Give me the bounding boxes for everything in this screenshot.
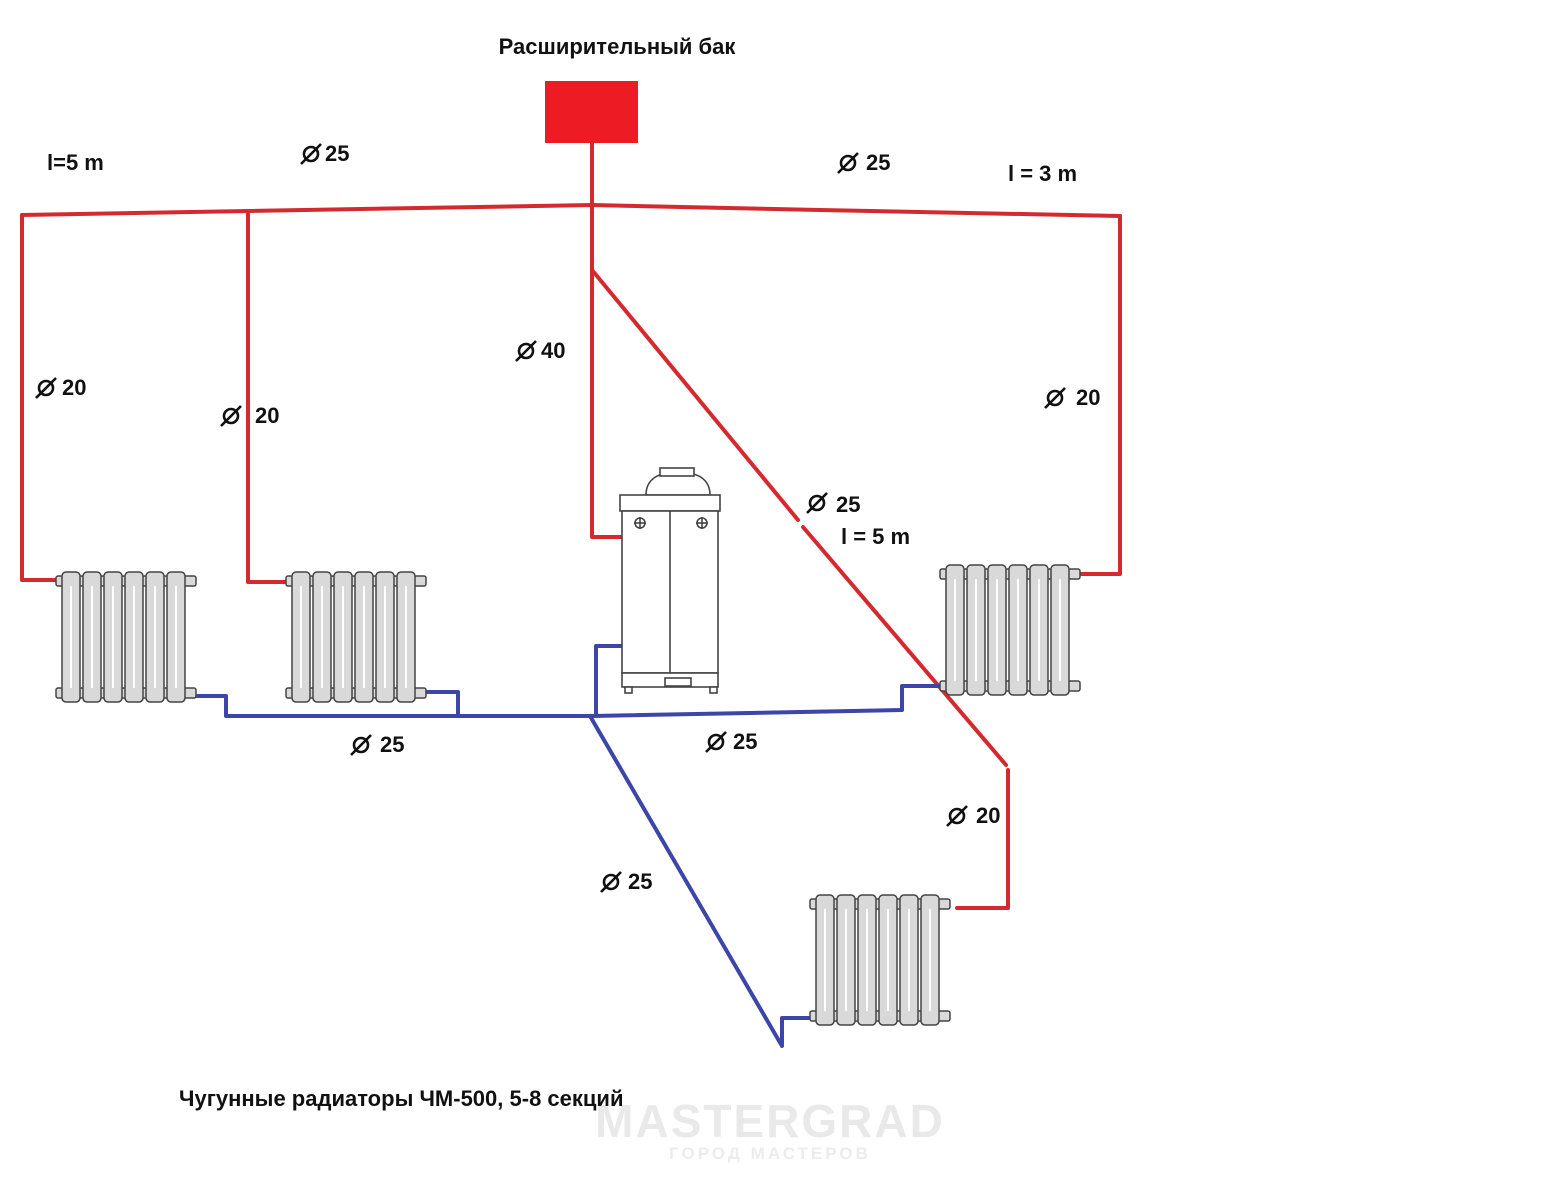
boiler-flue-cap bbox=[659, 467, 695, 477]
length-label-right: l = 3 m bbox=[1008, 161, 1077, 186]
radiator-2 bbox=[285, 571, 427, 703]
diameter-label-top-right: 25 bbox=[866, 150, 890, 175]
expansion-tank-label: Расширительный бак bbox=[499, 34, 737, 59]
supply-pipes bbox=[20, 141, 1122, 910]
return-diagonal bbox=[588, 714, 820, 1048]
diameter-icon bbox=[806, 492, 828, 514]
boiler-bolt-right bbox=[696, 517, 708, 529]
supply-riser-2 bbox=[246, 209, 294, 584]
diameter-icon bbox=[705, 731, 727, 753]
diameter-label-return-right: 25 bbox=[733, 729, 757, 754]
supply-main-top bbox=[20, 203, 1122, 218]
return-from-boiler bbox=[594, 644, 632, 716]
diagram-caption: Чугунные радиаторы ЧМ-500, 5-8 секций bbox=[179, 1086, 623, 1111]
return-main-left bbox=[190, 694, 594, 718]
diameter-label-diag-supply: 25 bbox=[836, 492, 860, 517]
diameter-icon bbox=[1044, 387, 1066, 409]
supply-riser-1 bbox=[20, 213, 64, 582]
radiator-1 bbox=[55, 571, 197, 703]
diameter-label-riser-4: 20 bbox=[976, 803, 1000, 828]
diameter-icon bbox=[515, 340, 537, 362]
diameter-icon bbox=[35, 377, 57, 399]
diameter-label-return-left: 25 bbox=[380, 732, 404, 757]
diameter-label-riser-2: 20 bbox=[255, 403, 279, 428]
diameter-label-main-riser: 40 bbox=[541, 338, 565, 363]
watermark-title: MASTERGRAD bbox=[595, 1095, 945, 1147]
length-label-left: l=5 m bbox=[47, 150, 104, 175]
expansion-tank bbox=[545, 81, 638, 143]
diameter-icon bbox=[600, 871, 622, 893]
length-label-diagonal: l = 5 m bbox=[841, 524, 910, 549]
diameter-icon bbox=[220, 405, 242, 427]
supply-diagonal bbox=[590, 268, 800, 522]
watermark-subtitle: ГОРОД МАСТЕРОВ bbox=[669, 1144, 871, 1163]
return-pipes bbox=[190, 644, 944, 1048]
diameter-labels: 25 25 40 20 20 20 25 20 25 25 25 bbox=[62, 141, 1100, 894]
boiler-top bbox=[619, 494, 721, 512]
boiler-foot-right bbox=[709, 686, 718, 694]
diameter-icon bbox=[350, 734, 372, 756]
supply-main-riser bbox=[590, 203, 627, 539]
diameter-label-riser-1: 20 bbox=[62, 375, 86, 400]
diameter-label-return-diag: 25 bbox=[628, 869, 652, 894]
diameter-symbols bbox=[35, 143, 1066, 893]
watermark: MASTERGRAD ГОРОД МАСТЕРОВ bbox=[595, 1095, 945, 1163]
boiler-foot-left bbox=[624, 686, 633, 694]
diameter-label-riser-3: 20 bbox=[1076, 385, 1100, 410]
supply-riser-4 bbox=[955, 768, 1010, 910]
supply-diagonal-lower bbox=[801, 525, 1008, 767]
return-main-right bbox=[590, 684, 944, 718]
radiator-4 bbox=[809, 894, 951, 1026]
supply-riser-3 bbox=[1078, 214, 1122, 576]
radiator-3 bbox=[939, 564, 1081, 696]
diameter-icon bbox=[837, 152, 859, 174]
boiler bbox=[619, 467, 721, 694]
diameter-label-top-left: 25 bbox=[325, 141, 349, 166]
diameter-icon bbox=[946, 805, 968, 827]
length-labels: l=5 m l = 3 m l = 5 m bbox=[47, 150, 1077, 549]
diameter-icon bbox=[300, 143, 322, 165]
radiators bbox=[55, 564, 1081, 1026]
boiler-bolt-left bbox=[634, 517, 646, 529]
return-radiator-2 bbox=[421, 690, 460, 718]
boiler-valve bbox=[664, 677, 692, 687]
